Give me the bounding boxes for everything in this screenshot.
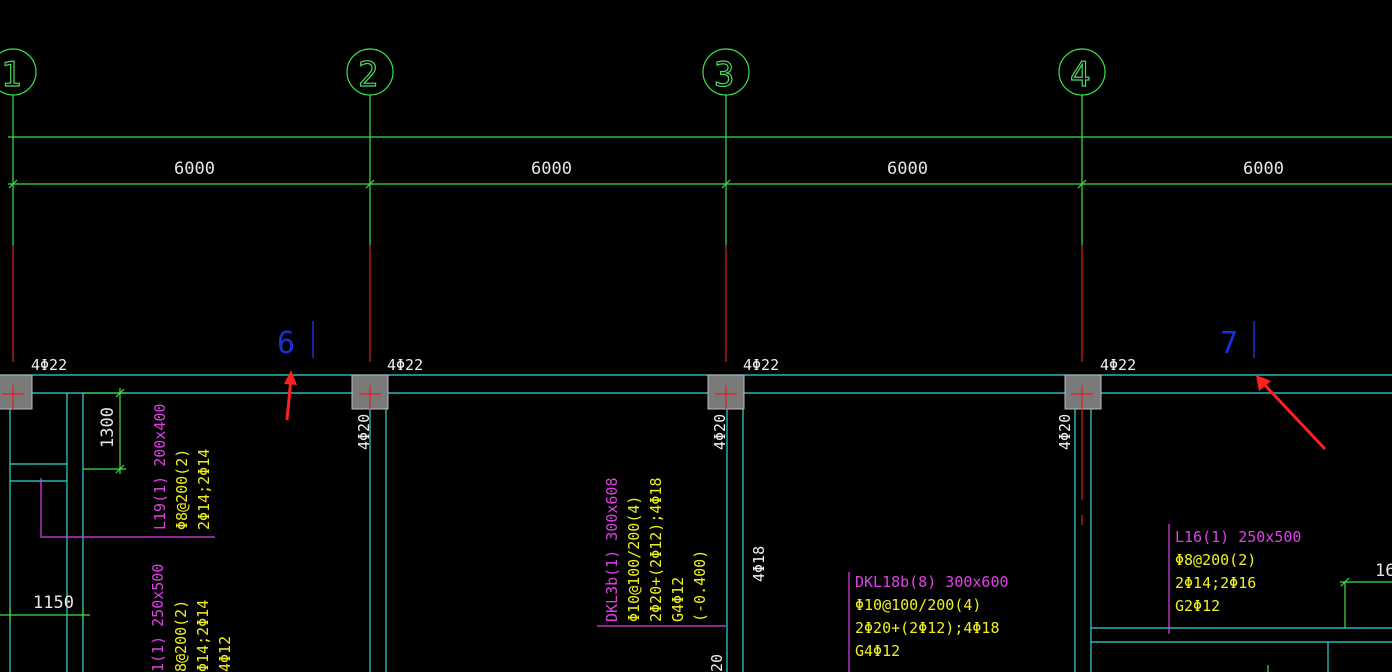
dkl18b-stirrup: Φ10@100/200(4) [855, 596, 981, 614]
l16-torsion: G2Φ12 [1175, 597, 1220, 615]
l1-name: 1(1) 250x500 [149, 564, 167, 672]
side-rebar-4phi18: 4Φ18 [750, 546, 768, 582]
section-mark-7[interactable]: 7 [1220, 326, 1238, 361]
axis-label-4: 4 [1070, 55, 1090, 95]
annotation-arrow-2 [1256, 375, 1327, 451]
dim-right [1340, 577, 1392, 628]
column-rebar-1: 4Φ22 [31, 356, 67, 374]
partial-rebar-label: 20 [708, 654, 726, 672]
axis-lines [12, 95, 1083, 362]
span-dim-3: 6000 [887, 159, 928, 179]
main-beam [0, 374, 1392, 394]
axis-bubble-4: 4 [1058, 48, 1106, 96]
dkl3b-torsion: G4Φ12 [669, 577, 687, 622]
dim-1300 [83, 388, 126, 474]
section-mark-6[interactable]: 6 [277, 326, 295, 361]
axis-bubble-3: 3 [702, 48, 750, 96]
column-side-rebar-3: 4Φ20 [711, 414, 729, 450]
span-dim-4: 6000 [1243, 159, 1284, 179]
l19-bars: 2Φ14;2Φ14 [195, 449, 213, 530]
column-2[interactable] [351, 374, 389, 410]
column-3[interactable] [707, 374, 745, 410]
column-4[interactable] [1064, 374, 1102, 410]
column-rebar-3: 4Φ22 [743, 356, 779, 374]
dkl18b-name: DKL18b(8) 300x600 [855, 573, 1009, 591]
l19-leader [40, 478, 215, 538]
column-side-rebar-2: 4Φ20 [355, 414, 373, 450]
axis-label-2: 2 [358, 55, 378, 95]
l16-bars: 2Φ14;2Φ16 [1175, 574, 1256, 592]
dim-1150 [0, 608, 90, 622]
dkl3b-name: DKL3b(1) 300x608 [603, 478, 621, 623]
axis-label-3: 3 [714, 55, 734, 95]
axis-bubble-1: 1 [0, 48, 37, 96]
l1-stirrup: 8@200(2) [172, 600, 190, 672]
dim-16-label: 16 [1375, 561, 1392, 581]
dim-1300-label: 1300 [98, 407, 118, 448]
column-side-rebar-4: 4Φ20 [1056, 414, 1074, 450]
span-dim-2: 6000 [531, 159, 572, 179]
l19-name: L19(1) 200x400 [151, 404, 169, 530]
dim-1150-label: 1150 [33, 593, 74, 613]
l19-stirrup: Φ8@200(2) [173, 449, 191, 530]
dkl3b-stirrup: Φ10@100/200(4) [625, 496, 643, 622]
axis-bubble-2: 2 [346, 48, 394, 96]
vertical-beams [9, 393, 1392, 672]
l16-stirrup: Φ8@200(2) [1175, 551, 1256, 569]
span-dim-1: 6000 [174, 159, 215, 179]
l1-extra: 4Φ12 [216, 636, 234, 672]
dkl3b-elev: (-0.400) [691, 550, 709, 622]
column-1[interactable] [0, 374, 33, 410]
dkl3b-bars: 2Φ20+(2Φ12);4Φ18 [647, 478, 665, 623]
dimension-lines [8, 136, 1392, 189]
axis-label-1: 1 [1, 55, 21, 95]
l16-name: L16(1) 250x500 [1175, 528, 1301, 546]
column-rebar-4: 4Φ22 [1100, 356, 1136, 374]
annotation-arrow-1 [284, 370, 297, 421]
l1-bars: Φ14;2Φ14 [194, 600, 212, 672]
dkl18b-torsion: G4Φ12 [855, 642, 900, 660]
column-rebar-2: 4Φ22 [387, 356, 423, 374]
dkl18b-bars: 2Φ20+(2Φ12);4Φ18 [855, 619, 1000, 637]
